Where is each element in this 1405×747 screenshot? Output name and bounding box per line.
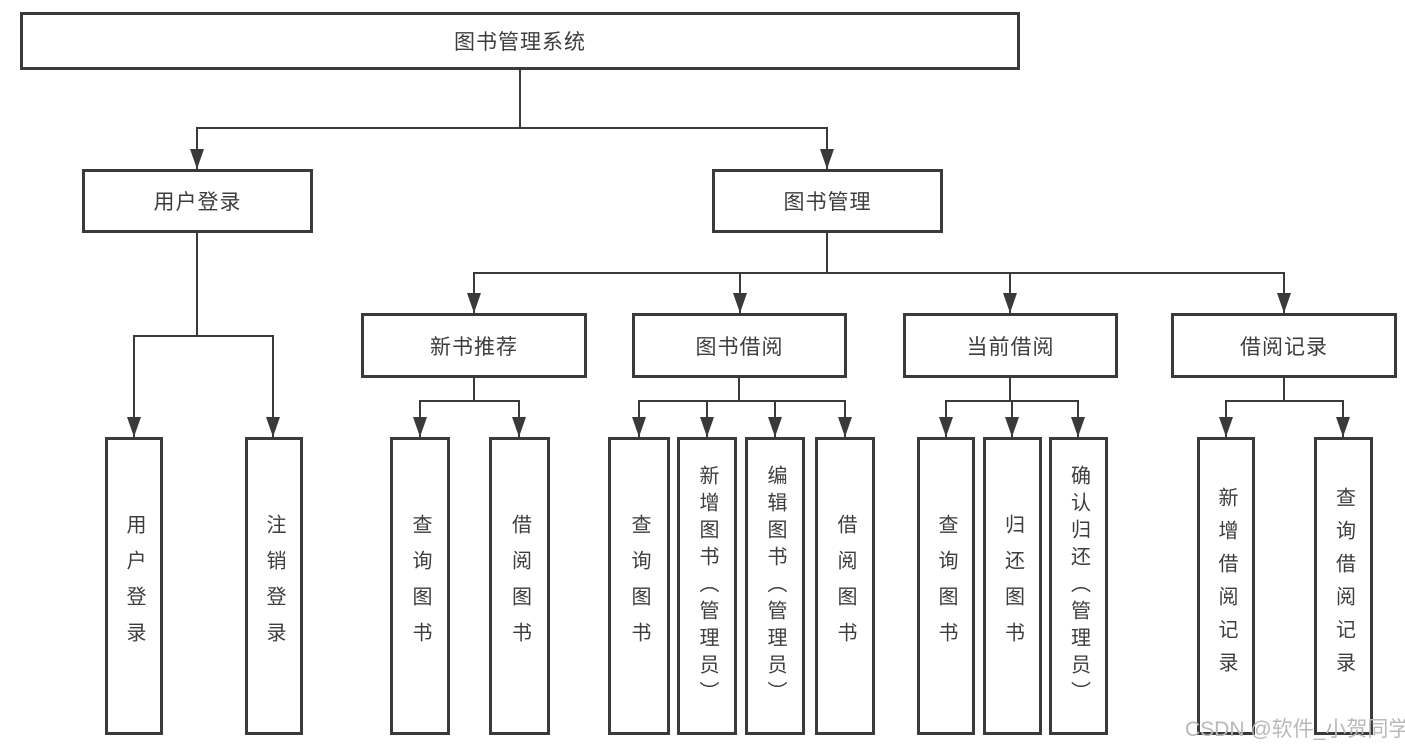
connector-newbook-hbar (419, 400, 520, 402)
leaf-bb-add-books-admin: 新增图书（管理员） (677, 437, 737, 735)
connector-bookmgmt-drop-3 (1009, 272, 1011, 313)
node-book-management: 图书管理 (712, 169, 943, 233)
leaf-nb-query-books: 查询图书 (390, 437, 450, 735)
connector-root-drop-right (826, 127, 828, 169)
csdn-watermark: CSDN @软件_小贺同学 (1185, 718, 1405, 741)
connector-bookmgmt-drop-2 (739, 272, 741, 313)
connector-bookmgmt-hbar (473, 272, 1284, 274)
connector-borrowing-stem (738, 378, 740, 400)
leaf-bb-edit-books-admin: 编辑图书（管理员） (745, 437, 805, 735)
node-book-borrowing: 图书借阅 (632, 313, 847, 378)
leaf-br-query-record: 查询借阅记录 (1314, 437, 1373, 735)
connector-root-hbar (196, 127, 828, 129)
arrow-down-icon (266, 417, 280, 437)
connector-userlogin-stem (196, 233, 198, 335)
arrow-down-icon (1336, 417, 1350, 437)
connector-bookmgmt-drop-4 (1283, 272, 1285, 313)
connector-userlogin-drop-2 (272, 335, 274, 437)
node-borrow-records: 借阅记录 (1171, 313, 1397, 378)
connector-userlogin-hbar (133, 335, 274, 337)
leaf-cb-confirm-return-admin: 确认归还（管理员） (1049, 437, 1108, 735)
node-new-book-recommend: 新书推荐 (361, 313, 587, 378)
leaf-br-add-record: 新增借阅记录 (1197, 437, 1255, 735)
node-current-borrowing: 当前借阅 (903, 313, 1118, 378)
arrow-down-icon (190, 149, 204, 169)
arrow-down-icon (467, 293, 481, 313)
connector-current-stem (1009, 378, 1011, 400)
node-library-system: 图书管理系统 (20, 12, 1020, 70)
arrow-down-icon (1005, 417, 1019, 437)
connector-records-hbar (1225, 400, 1343, 402)
arrow-down-icon (127, 417, 141, 437)
connector-userlogin-drop-1 (133, 335, 135, 437)
connector-records-stem (1283, 378, 1285, 400)
leaf-logout: 注销登录 (245, 437, 303, 735)
arrow-down-icon (632, 417, 646, 437)
connector-root-drop-left (196, 127, 198, 169)
arrow-down-icon (1219, 417, 1233, 437)
leaf-cb-return-books: 归还图书 (983, 437, 1042, 735)
connector-bookmgmt-stem (826, 233, 828, 272)
arrow-down-icon (512, 417, 526, 437)
arrow-down-icon (733, 293, 747, 313)
arrow-down-icon (413, 417, 427, 437)
leaf-bb-query-books: 查询图书 (608, 437, 670, 735)
arrow-down-icon (768, 417, 782, 437)
connector-root-stem (519, 69, 521, 127)
leaf-cb-query-books: 查询图书 (917, 437, 975, 735)
connector-newbook-stem (473, 378, 475, 400)
arrow-down-icon (700, 417, 714, 437)
leaf-nb-borrow-books: 借阅图书 (489, 437, 550, 735)
node-user-login: 用户登录 (82, 169, 313, 233)
arrow-down-icon (1003, 293, 1017, 313)
leaf-user-login: 用户登录 (105, 437, 163, 735)
arrow-down-icon (838, 417, 852, 437)
connector-borrowing-hbar (638, 400, 845, 402)
arrow-down-icon (939, 417, 953, 437)
connector-bookmgmt-drop-1 (473, 272, 475, 313)
arrow-down-icon (1277, 293, 1291, 313)
arrow-down-icon (820, 149, 834, 169)
arrow-down-icon (1071, 417, 1085, 437)
leaf-bb-borrow-books: 借阅图书 (815, 437, 875, 735)
